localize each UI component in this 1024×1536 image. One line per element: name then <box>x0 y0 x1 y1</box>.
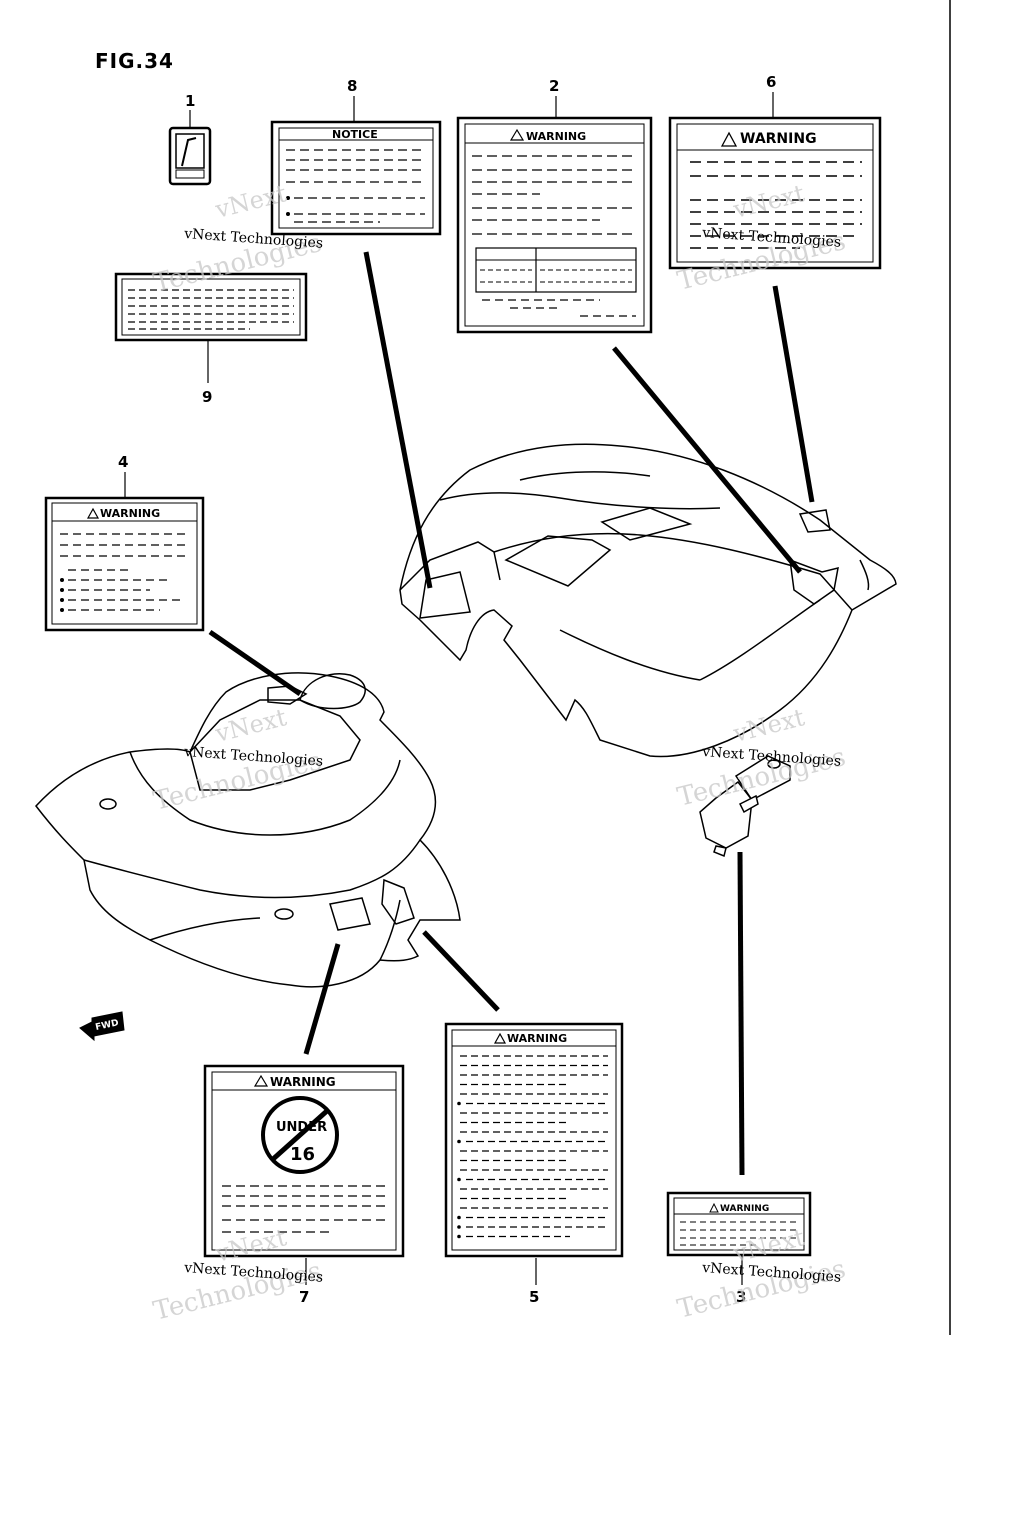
part-4-warning-decal[interactable]: WARNING <box>44 496 205 632</box>
leader-3 <box>737 851 745 1176</box>
warning-header-5: WARNING <box>507 1032 567 1045</box>
leader-2 <box>612 346 802 574</box>
leader-5 <box>422 930 500 1012</box>
leader-6 <box>772 285 815 503</box>
part-3-warning-decal[interactable]: WARNING <box>666 1191 812 1257</box>
fwd-arrow-icon: FWD <box>79 1011 125 1042</box>
callout-7[interactable]: 7 <box>299 1288 309 1306</box>
warning-header-7: WARNING <box>270 1075 336 1089</box>
callout-3[interactable]: 3 <box>736 1288 746 1306</box>
part-1-emblem[interactable] <box>168 126 212 186</box>
watermark-3: vNext Technologies vNext Technologies <box>150 703 324 817</box>
front-fender <box>35 672 461 988</box>
part-2-warning-decal[interactable]: WARNING <box>456 116 653 334</box>
part-7-warning-under16-decal[interactable]: WARNING UNDER 16 <box>203 1064 405 1258</box>
callout-2[interactable]: 2 <box>549 77 559 95</box>
leader-4 <box>208 629 302 697</box>
leader-7 <box>303 943 341 1055</box>
svg-text:vNext: vNext <box>212 703 290 748</box>
svg-text:vNext: vNext <box>730 703 808 748</box>
callout-4[interactable]: 4 <box>118 453 128 471</box>
warning-header-6: WARNING <box>740 131 817 147</box>
callout-6[interactable]: 6 <box>766 73 776 91</box>
svg-text:FWD: FWD <box>95 1018 120 1033</box>
bracket-clip <box>699 755 791 858</box>
warning-header-4: WARNING <box>100 507 160 520</box>
warning-header-2: WARNING <box>526 130 586 143</box>
callout-1[interactable]: 1 <box>185 92 195 110</box>
part-9-decal[interactable] <box>114 272 308 342</box>
watermark-4: vNext Technologies vNext Technologies <box>674 703 848 813</box>
notice-header: NOTICE <box>332 128 378 141</box>
rear-fender <box>399 443 897 758</box>
leader-8 <box>363 251 433 589</box>
part-6-warning-decal[interactable]: WARNING <box>668 116 882 270</box>
callout-8[interactable]: 8 <box>347 77 357 95</box>
part-5-warning-decal[interactable]: WARNING <box>444 1022 624 1258</box>
warning-header-3: WARNING <box>720 1204 769 1214</box>
callout-9[interactable]: 9 <box>202 388 212 406</box>
part-8-notice-decal[interactable]: NOTICE <box>270 120 442 236</box>
under16-bottom-text: 16 <box>290 1144 315 1165</box>
figure-title: FIG.34 <box>95 49 174 73</box>
callout-5[interactable]: 5 <box>529 1288 539 1306</box>
